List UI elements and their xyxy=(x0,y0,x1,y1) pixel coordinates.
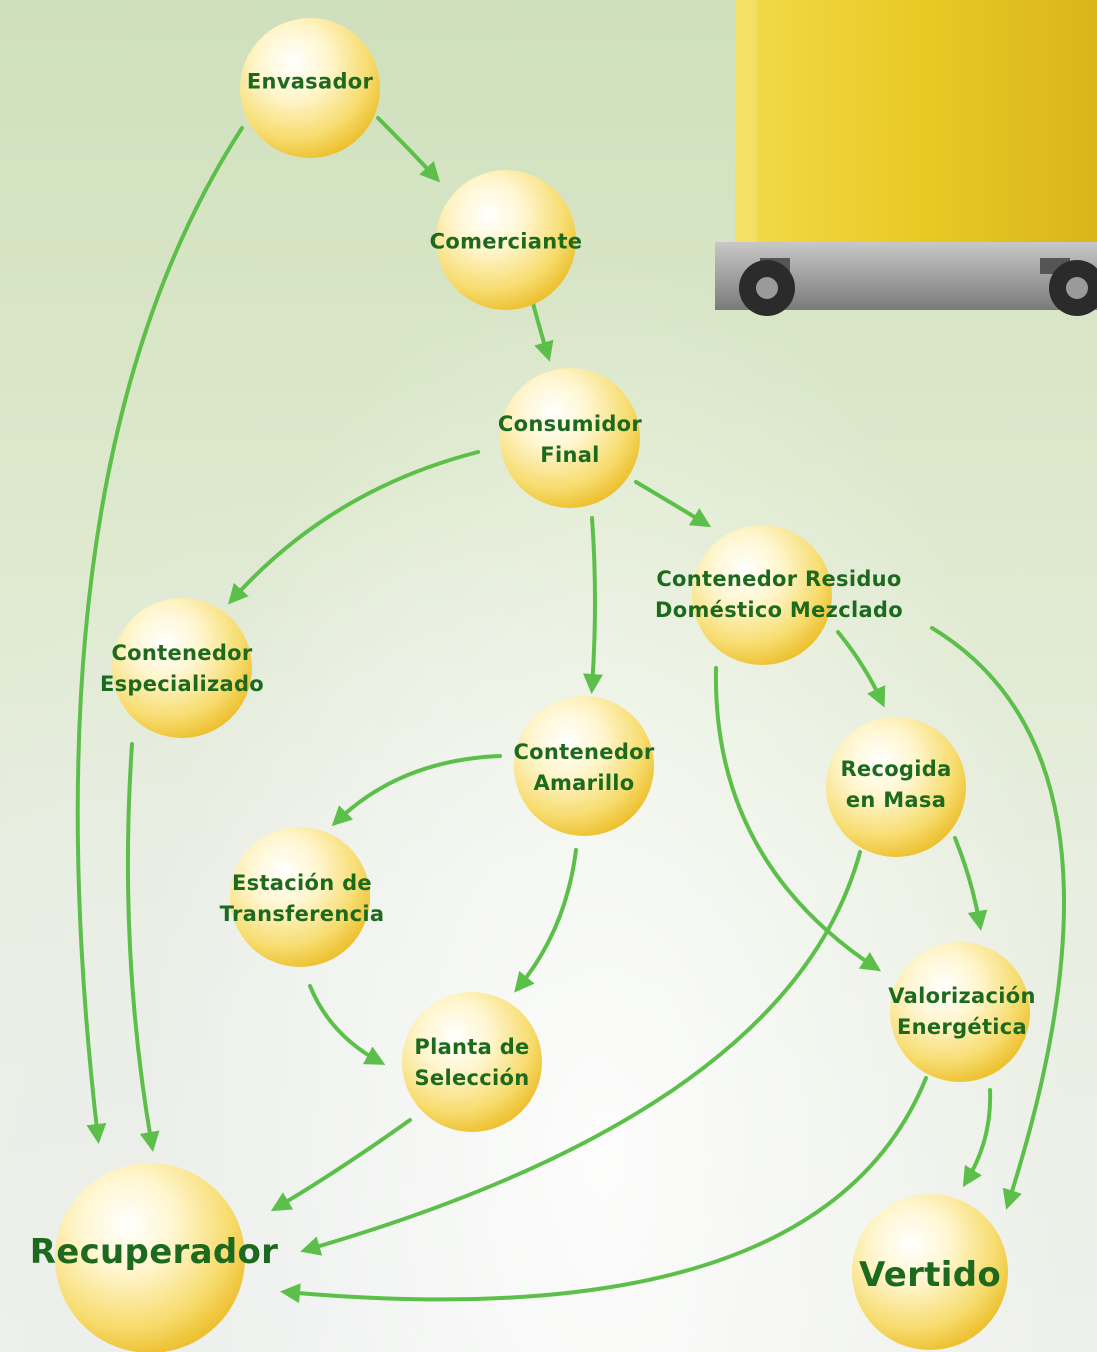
arrow-planta-seleccion-to-recuperador xyxy=(270,1118,412,1212)
node-comerciante-ball xyxy=(436,170,576,310)
arrow-valorizacion-energetica-to-vertido xyxy=(962,1088,993,1188)
edges-layer xyxy=(75,116,1066,1304)
arrow-contenedor-especializado-to-recuperador xyxy=(125,742,160,1152)
arrow-contenedor-amarillo-to-estacion-transferencia xyxy=(331,754,502,827)
arrow-recogida-en-masa-to-valorizacion-energetica xyxy=(953,836,988,931)
arrow-envasador-to-comerciante xyxy=(376,116,441,183)
arrow-contenedor-residuo-to-valorizacion-energetica xyxy=(713,666,882,972)
node-planta-seleccion-label-line: Planta de xyxy=(414,1035,530,1059)
node-consumidor-final-label-line: Consumidor xyxy=(497,412,643,436)
node-valorizacion-energetica-label-line: Valorización xyxy=(888,984,1036,1008)
node-recogida-en-masa-label: Recogida en Masa xyxy=(840,754,951,816)
node-valorizacion-energetica-label-line: Energética xyxy=(896,1015,1028,1039)
node-valorizacion-energetica-ball xyxy=(890,942,1030,1082)
arrow-contenedor-residuo-to-vertido xyxy=(930,626,1066,1210)
arrow-consumidor-final-to-contenedor-especializado xyxy=(228,450,480,605)
arrow-consumidor-final-to-contenedor-amarillo xyxy=(582,516,603,694)
node-estacion-transferencia-label-line: Transferencia xyxy=(219,902,385,926)
node-comerciante-label-line: Comerciante xyxy=(429,229,583,254)
arrow-contenedor-residuo-to-recogida-en-masa xyxy=(836,630,886,708)
node-consumidor-final-ball xyxy=(500,368,640,508)
arrow-contenedor-amarillo-to-planta-seleccion xyxy=(514,848,578,993)
node-contenedor-amarillo-ball xyxy=(514,696,654,836)
node-recogida-en-masa-ball xyxy=(826,717,966,857)
node-contenedor-especializado-label-line: Especializado xyxy=(99,672,265,696)
node-vertido-label-line: Vertido xyxy=(859,1255,1001,1295)
node-recogida-en-masa-label-line: Recogida xyxy=(840,757,952,781)
node-contenedor-especializado-label-line: Contenedor xyxy=(111,641,253,665)
bin-wheel-right xyxy=(1040,258,1097,316)
node-envasador-label: Envasador xyxy=(247,67,373,98)
arrow-envasador-to-recuperador xyxy=(75,126,244,1144)
node-estacion-transferencia-label-line: Estación de xyxy=(232,871,372,895)
node-vertido-ball xyxy=(852,1194,1008,1350)
node-estacion-transferencia-ball xyxy=(230,827,370,967)
bin-edge xyxy=(735,0,757,255)
node-contenedor-especializado-ball xyxy=(112,598,252,738)
node-recogida-en-masa-label-line: en Masa xyxy=(845,788,947,812)
node-vertido-label: Vertido xyxy=(859,1255,1001,1295)
bin-wheel-left xyxy=(739,258,795,316)
node-planta-seleccion-label: Planta de Selección xyxy=(414,1032,529,1094)
node-recuperador-label: Recuperador xyxy=(30,1232,278,1272)
node-planta-seleccion-label-line: Selección xyxy=(414,1066,530,1090)
node-consumidor-final-label-line: Final xyxy=(540,443,600,467)
arrow-estacion-transferencia-to-planta-seleccion xyxy=(308,984,386,1065)
node-recuperador-ball xyxy=(55,1163,245,1352)
bin-body xyxy=(735,0,1097,255)
arrow-recogida-en-masa-to-recuperador xyxy=(300,850,862,1256)
arrow-consumidor-final-to-contenedor-residuo xyxy=(634,480,712,528)
nodes-layer xyxy=(55,18,1030,1352)
yellow-container-illustration xyxy=(715,0,1097,316)
node-contenedor-amarillo-label-line: Amarillo xyxy=(533,771,635,795)
node-contenedor-residuo-ball xyxy=(692,525,832,665)
node-estacion-transferencia-label: Estación de Transferencia xyxy=(220,868,385,930)
node-envasador-ball xyxy=(240,18,380,158)
node-contenedor-amarillo-label-line: Contenedor xyxy=(513,740,655,764)
arrow-valorizacion-energetica-to-recuperador xyxy=(280,1076,928,1304)
node-contenedor-residuo-label-line: Doméstico Mezclado xyxy=(655,598,903,622)
node-envasador-label-line: Envasador xyxy=(246,69,374,94)
node-recuperador-label-line: Recuperador xyxy=(29,1232,279,1272)
node-comerciante-label: Comerciante xyxy=(430,227,583,258)
node-contenedor-residuo-label-line: Contenedor Residuo xyxy=(656,567,902,591)
node-planta-seleccion-ball xyxy=(402,992,542,1132)
